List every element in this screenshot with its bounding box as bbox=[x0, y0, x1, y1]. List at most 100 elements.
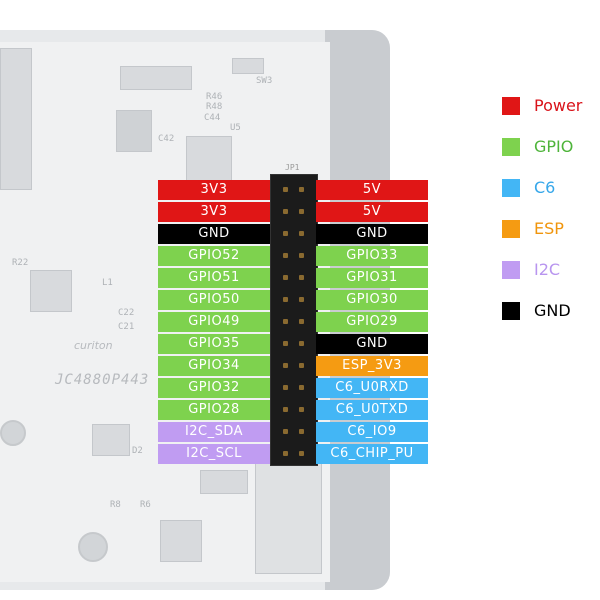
header-pin bbox=[299, 319, 304, 324]
header-pin bbox=[299, 297, 304, 302]
mount-hole bbox=[78, 532, 108, 562]
mount-hole bbox=[0, 420, 26, 446]
left-pin-label: I2C_SDA bbox=[158, 422, 270, 442]
left-pin-label: GPIO50 bbox=[158, 290, 270, 310]
right-pin-label: C6_U0TXD bbox=[316, 400, 428, 420]
silkscreen-r6: R6 bbox=[140, 500, 151, 510]
legend-swatch bbox=[502, 179, 520, 197]
header-pin bbox=[283, 187, 288, 192]
header-pin bbox=[283, 385, 288, 390]
legend-swatch bbox=[502, 220, 520, 238]
board-model: JC4880P443 bbox=[55, 372, 150, 388]
silkscreen-r22: R22 bbox=[12, 258, 29, 268]
legend-swatch bbox=[502, 302, 520, 320]
d2-chip bbox=[92, 424, 130, 456]
board-frame bbox=[325, 30, 390, 590]
bottom-connector bbox=[200, 470, 248, 494]
sw-chip bbox=[232, 58, 264, 74]
header-pin bbox=[283, 209, 288, 214]
legend-label: GPIO bbox=[534, 137, 574, 156]
left-pin-label: GPIO35 bbox=[158, 334, 270, 354]
legend-swatch bbox=[502, 261, 520, 279]
silkscreen-c21: C21 bbox=[118, 322, 135, 332]
legend-label: ESP bbox=[534, 219, 564, 238]
silkscreen-r46: R46 bbox=[206, 92, 223, 102]
left-pin-label: GPIO32 bbox=[158, 378, 270, 398]
header-pin bbox=[299, 253, 304, 258]
board-brand: curiton bbox=[74, 339, 113, 352]
left-pin-label: GPIO49 bbox=[158, 312, 270, 332]
left-pin-label: 3V3 bbox=[158, 180, 270, 200]
left-pin-label: GPIO52 bbox=[158, 246, 270, 266]
legend-swatch bbox=[502, 97, 520, 115]
legend-item: GPIO bbox=[502, 135, 600, 157]
header-pin bbox=[283, 451, 288, 456]
header-pin bbox=[299, 363, 304, 368]
header-pin bbox=[283, 231, 288, 236]
right-pin-label: GPIO30 bbox=[316, 290, 428, 310]
legend-item: C6 bbox=[502, 176, 600, 198]
side-module bbox=[255, 462, 322, 574]
pin-header: JP1 bbox=[270, 163, 318, 466]
legend-item: ESP bbox=[502, 217, 600, 239]
right-pin-label: 5V bbox=[316, 180, 428, 200]
silkscreen-c42: C42 bbox=[158, 134, 175, 144]
bottom-ic bbox=[160, 520, 202, 562]
sd-slot bbox=[0, 48, 32, 190]
header-pin bbox=[299, 385, 304, 390]
header-pin bbox=[283, 341, 288, 346]
right-pin-label: 5V bbox=[316, 202, 428, 222]
legend-label: I2C bbox=[534, 260, 561, 279]
left-pin-label: 3V3 bbox=[158, 202, 270, 222]
header-pin bbox=[283, 429, 288, 434]
legend-item: I2C bbox=[502, 258, 600, 280]
legend-label: C6 bbox=[534, 178, 556, 197]
right-pin-label: GPIO29 bbox=[316, 312, 428, 332]
right-pin-label: ESP_3V3 bbox=[316, 356, 428, 376]
header-pin bbox=[283, 297, 288, 302]
right-pin-label: GND bbox=[316, 334, 428, 354]
silkscreen-sw3: SW3 bbox=[256, 76, 273, 86]
header-pin bbox=[283, 407, 288, 412]
header-pin bbox=[283, 253, 288, 258]
legend-label: Power bbox=[534, 96, 583, 115]
legend-swatch bbox=[502, 138, 520, 156]
right-pin-label: GND bbox=[316, 224, 428, 244]
ic-u5 bbox=[186, 136, 232, 182]
silkscreen-d2: D2 bbox=[132, 446, 143, 456]
left-pin-label: I2C_SCL bbox=[158, 444, 270, 464]
silkscreen-c44: C44 bbox=[204, 113, 221, 123]
header-pin bbox=[299, 231, 304, 236]
inductor-chip bbox=[116, 110, 152, 152]
legend-item: GND bbox=[502, 299, 600, 321]
silkscreen-u5: U5 bbox=[230, 123, 241, 133]
right-pin-label: GPIO33 bbox=[316, 246, 428, 266]
header-pin bbox=[299, 209, 304, 214]
left-pin-label: GPIO34 bbox=[158, 356, 270, 376]
right-pin-label: GPIO31 bbox=[316, 268, 428, 288]
right-pin-label: C6_U0RXD bbox=[316, 378, 428, 398]
header-label: JP1 bbox=[285, 163, 300, 172]
header-pin bbox=[299, 275, 304, 280]
header-pin bbox=[299, 341, 304, 346]
silkscreen-r48: R48 bbox=[206, 102, 223, 112]
header-pin bbox=[283, 275, 288, 280]
header-pin bbox=[283, 363, 288, 368]
header-pin bbox=[283, 319, 288, 324]
legend-label: GND bbox=[534, 301, 571, 320]
left-pin-label: GPIO51 bbox=[158, 268, 270, 288]
right-pin-label: C6_IO9 bbox=[316, 422, 428, 442]
legend-item: Power bbox=[502, 94, 600, 116]
left-pin-label: GPIO28 bbox=[158, 400, 270, 420]
header-pin bbox=[299, 187, 304, 192]
header-pin bbox=[299, 451, 304, 456]
left-ic bbox=[30, 270, 72, 312]
header-pin bbox=[299, 429, 304, 434]
silkscreen-l1: L1 bbox=[102, 278, 113, 288]
connector-chip bbox=[120, 66, 192, 90]
header-pin bbox=[299, 407, 304, 412]
silkscreen-c22: C22 bbox=[118, 308, 135, 318]
right-pin-label: C6_CHIP_PU bbox=[316, 444, 428, 464]
